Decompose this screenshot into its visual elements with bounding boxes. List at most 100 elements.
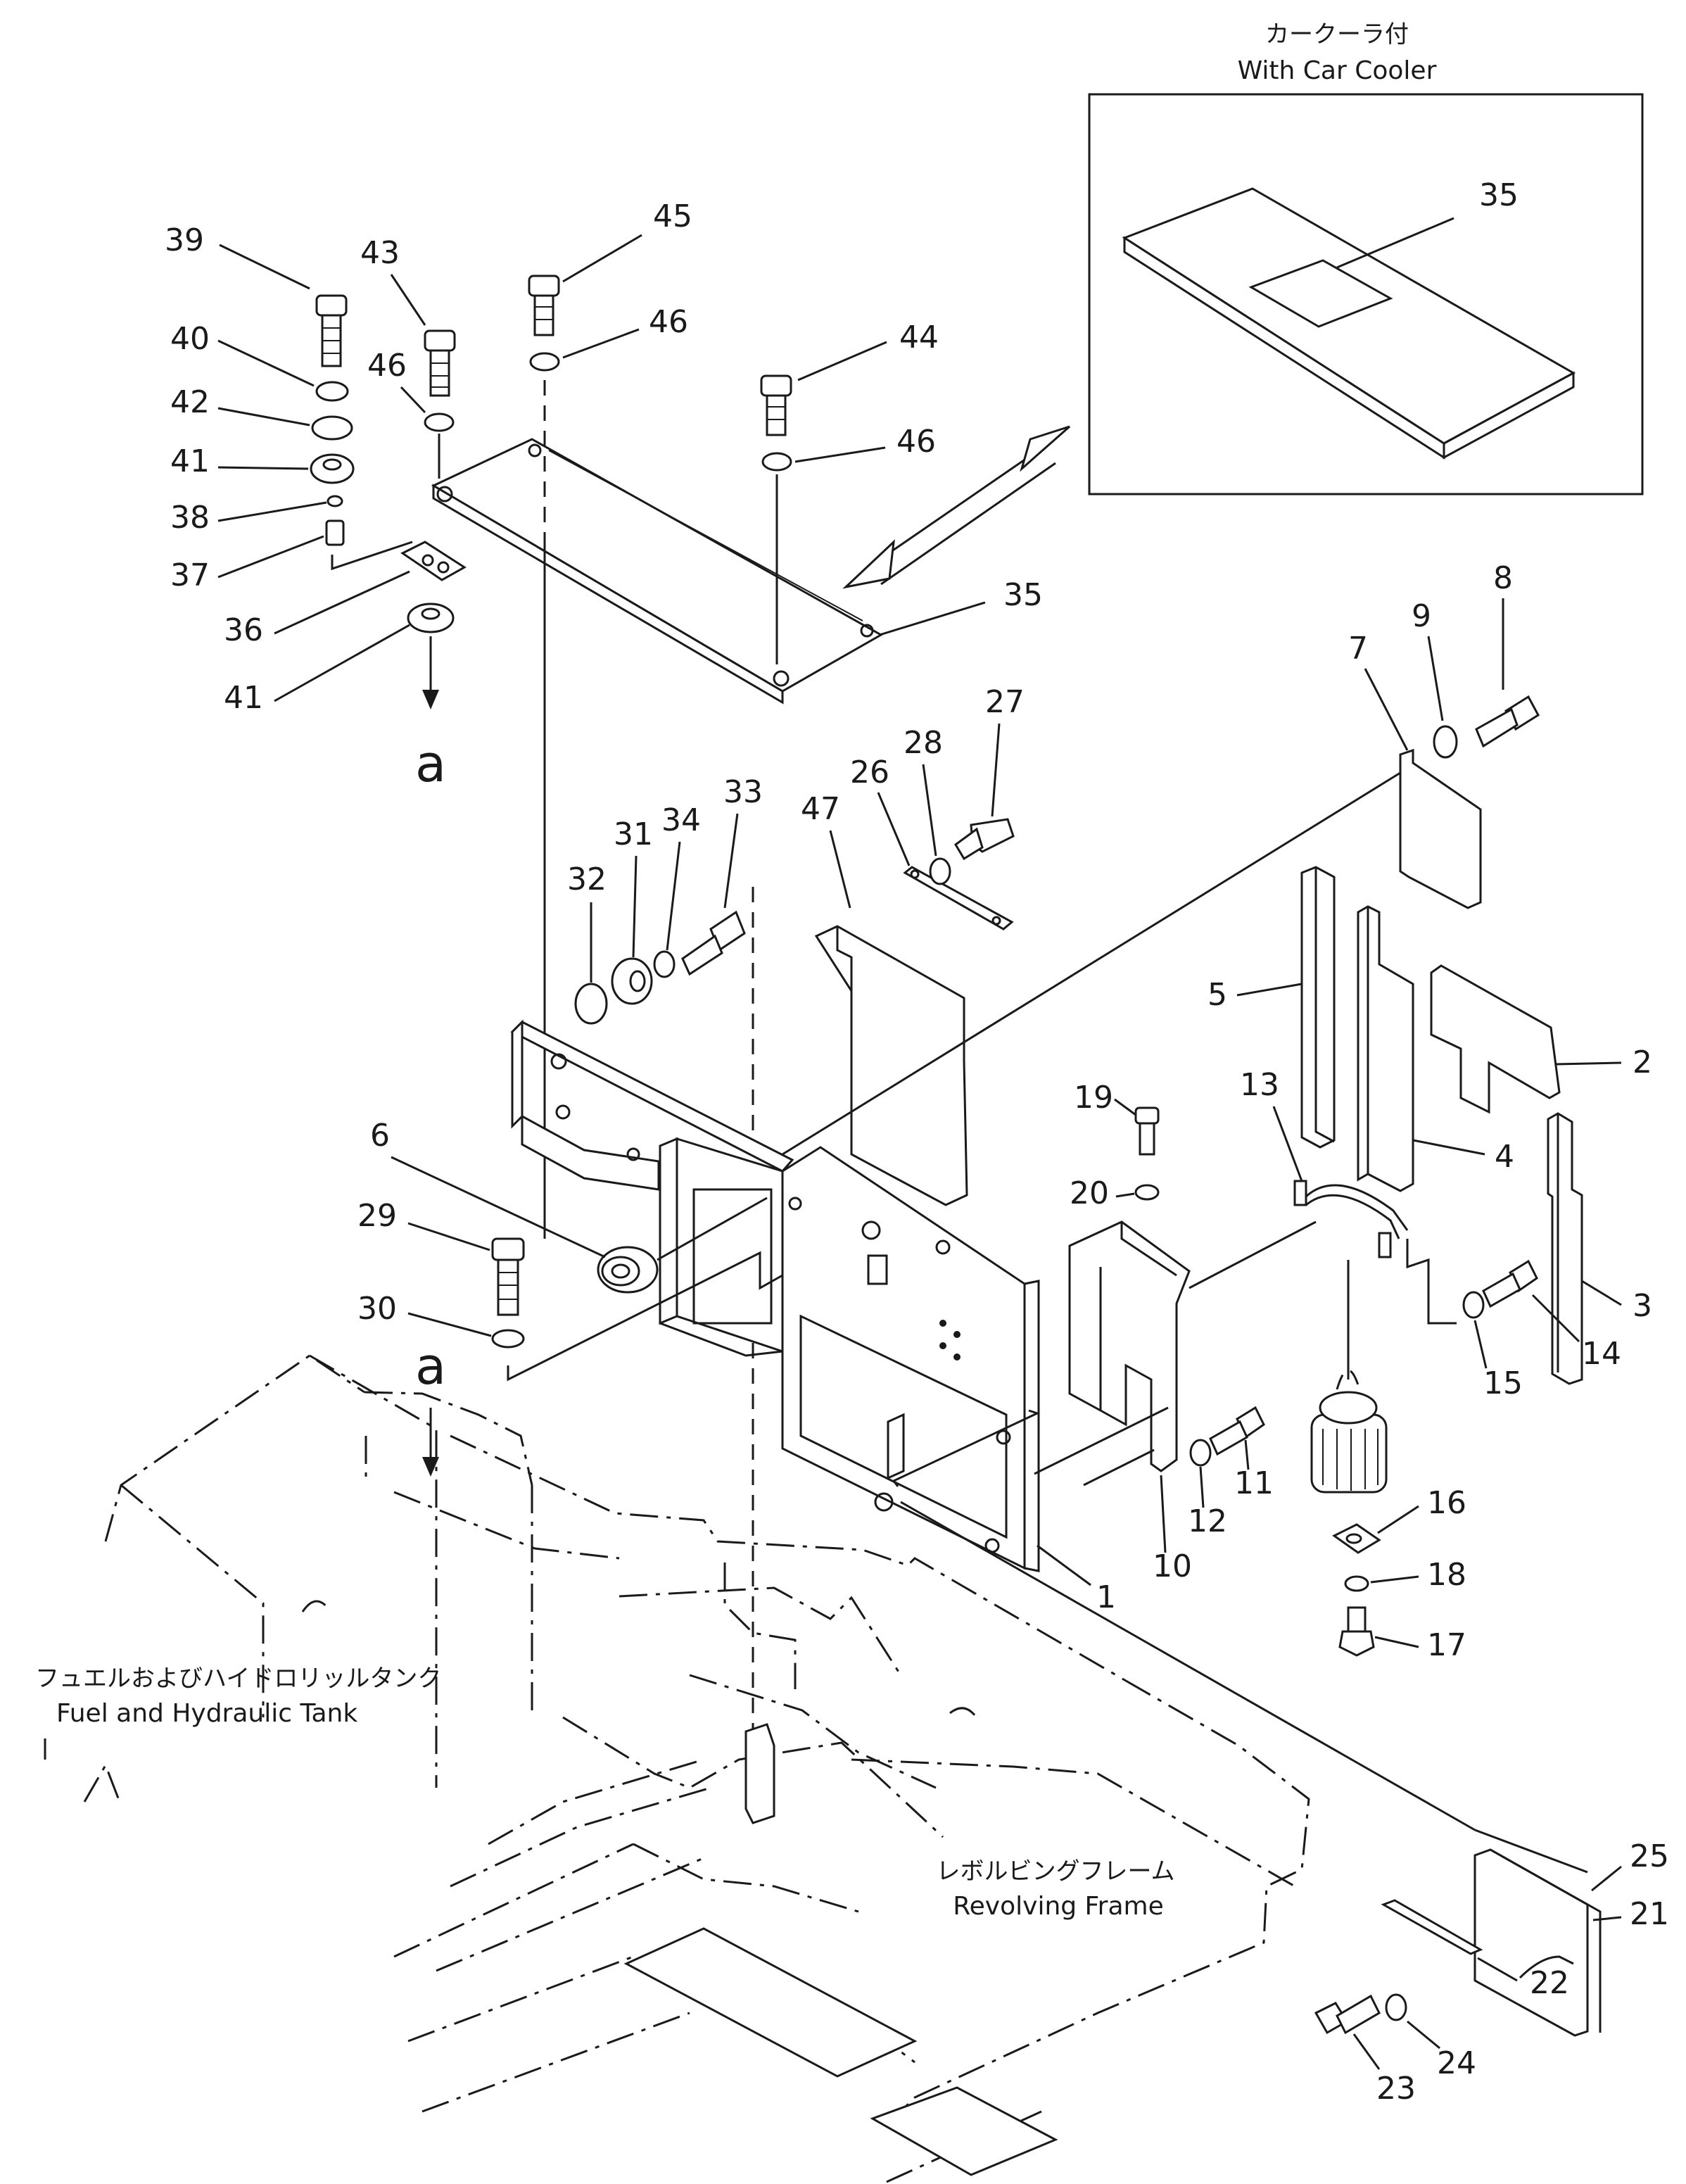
panel-3 <box>1547 1112 1583 1385</box>
fuel-hydraulic-tank <box>83 1354 533 1803</box>
inset-cover-plate <box>1122 187 1576 445</box>
revolving-frame-label-en: Revolving Frame <box>953 1892 1163 1921</box>
part-label-41-top: 41 <box>170 443 210 479</box>
inset-title-en: With Car Cooler <box>1238 56 1437 85</box>
plate-21 <box>1473 1848 1589 2037</box>
part-label-13: 13 <box>1240 1067 1279 1103</box>
bracket-7 <box>1399 748 1482 909</box>
pipe-13 <box>1293 1180 1409 1258</box>
bolt-8 <box>1475 695 1540 748</box>
part-label-46-left: 46 <box>367 348 407 384</box>
part-label-14: 14 <box>1582 1336 1621 1372</box>
cushion-31 <box>611 957 653 1005</box>
inset-frame <box>1088 93 1644 495</box>
revolving-frame <box>393 1434 1310 2183</box>
part-label-19: 19 <box>1074 1080 1113 1116</box>
part-label-24: 24 <box>1437 2045 1476 2081</box>
part-label-27: 27 <box>985 684 1025 720</box>
part-label-25: 25 <box>1630 1838 1669 1874</box>
part-label-46-center: 46 <box>649 304 688 340</box>
washer-12 <box>1189 1439 1212 1467</box>
panel-5 <box>1300 866 1336 1149</box>
bolt-29 <box>491 1237 525 1316</box>
part-label-42: 42 <box>170 384 210 420</box>
bolt-14 <box>1482 1259 1538 1308</box>
part-label-9: 9 <box>1412 598 1431 634</box>
bolt-43 <box>424 329 456 397</box>
part-label-3: 3 <box>1633 1288 1652 1324</box>
washer-20 <box>1134 1184 1160 1201</box>
part-label-41-bottom: 41 <box>224 680 263 716</box>
part-label-29: 29 <box>357 1198 397 1234</box>
top-cover-plate <box>431 438 884 705</box>
bolt-17 <box>1338 1606 1375 1657</box>
part-label-21: 21 <box>1630 1896 1669 1932</box>
part-label-12: 12 <box>1188 1503 1227 1539</box>
part-label-16: 16 <box>1427 1485 1466 1521</box>
bolt-39 <box>315 294 348 367</box>
bolt-33 <box>681 910 746 976</box>
washer-28 <box>929 857 951 885</box>
inset-leader-35 <box>1336 217 1454 269</box>
inset-part-label: 35 <box>1479 177 1519 213</box>
part-label-45: 45 <box>653 198 692 234</box>
panel-4 <box>1357 905 1414 1192</box>
part-label-37: 37 <box>170 557 210 593</box>
part-label-10: 10 <box>1153 1548 1192 1584</box>
filter-cartridge <box>1310 1369 1388 1494</box>
car-cooler-inset: カークーラ付 With Car Cooler 35 <box>1088 20 1644 495</box>
bracket-10 <box>1068 1220 1191 1472</box>
inset-cover-plate-side <box>1443 371 1575 460</box>
plate-22 <box>1381 1899 1483 1955</box>
part-label-8: 8 <box>1493 560 1513 596</box>
cushion-6 <box>597 1246 659 1294</box>
bracket-36 <box>400 541 467 581</box>
leader-line-7-to-frame <box>782 771 1401 1156</box>
panel-2 <box>1430 964 1561 1114</box>
part-label-40: 40 <box>170 321 210 357</box>
revolving-frame-label-jp: レボルビングフレーム <box>937 1857 1175 1886</box>
bolt-11 <box>1209 1406 1265 1456</box>
part-label-23: 23 <box>1376 2071 1416 2107</box>
bracket-26 <box>903 866 1014 930</box>
part-label-28: 28 <box>904 725 943 761</box>
part-label-5: 5 <box>1208 977 1227 1013</box>
washer-42 <box>311 415 353 441</box>
part-label-38: 38 <box>170 500 210 536</box>
part-label-22: 22 <box>1530 1965 1569 2001</box>
view-marker-upper: a <box>415 734 446 793</box>
part-label-18: 18 <box>1427 1557 1466 1593</box>
part-label-15: 15 <box>1483 1365 1523 1401</box>
washer-30 <box>491 1329 525 1349</box>
washer-15 <box>1462 1291 1485 1319</box>
part-label-7: 7 <box>1348 631 1368 667</box>
part-label-11: 11 <box>1234 1465 1274 1501</box>
bolt-44 <box>760 374 792 436</box>
bracket-16 <box>1332 1523 1381 1554</box>
part-label-30: 30 <box>357 1291 397 1327</box>
hardware-stack <box>310 294 467 709</box>
view-marker-lower: a <box>415 1337 446 1396</box>
inset-title-jp: カークーラ付 <box>1265 20 1409 49</box>
collar-37 <box>325 519 345 546</box>
part-label-46-right: 46 <box>896 424 936 460</box>
main-bracket-frame <box>510 1019 794 1357</box>
part-label-26: 26 <box>850 755 889 790</box>
part-label-34: 34 <box>661 802 701 838</box>
washer-32 <box>574 983 608 1025</box>
part-label-36: 36 <box>224 612 263 648</box>
washer-46-center <box>529 352 560 372</box>
washer-40 <box>315 381 349 402</box>
part-label-2: 2 <box>1633 1044 1652 1080</box>
part-label-4: 4 <box>1495 1139 1514 1175</box>
part-label-32: 32 <box>567 861 607 897</box>
part-label-35: 35 <box>1003 577 1043 613</box>
washer-46-left <box>424 412 455 432</box>
part-label-1: 1 <box>1096 1579 1116 1615</box>
fuel-tank-label-en: Fuel and Hydraulic Tank <box>56 1699 357 1728</box>
bolt-23 <box>1314 1994 1381 2035</box>
part-label-44: 44 <box>899 320 939 355</box>
bolt-19 <box>1134 1106 1160 1156</box>
ring-38 <box>327 495 343 507</box>
